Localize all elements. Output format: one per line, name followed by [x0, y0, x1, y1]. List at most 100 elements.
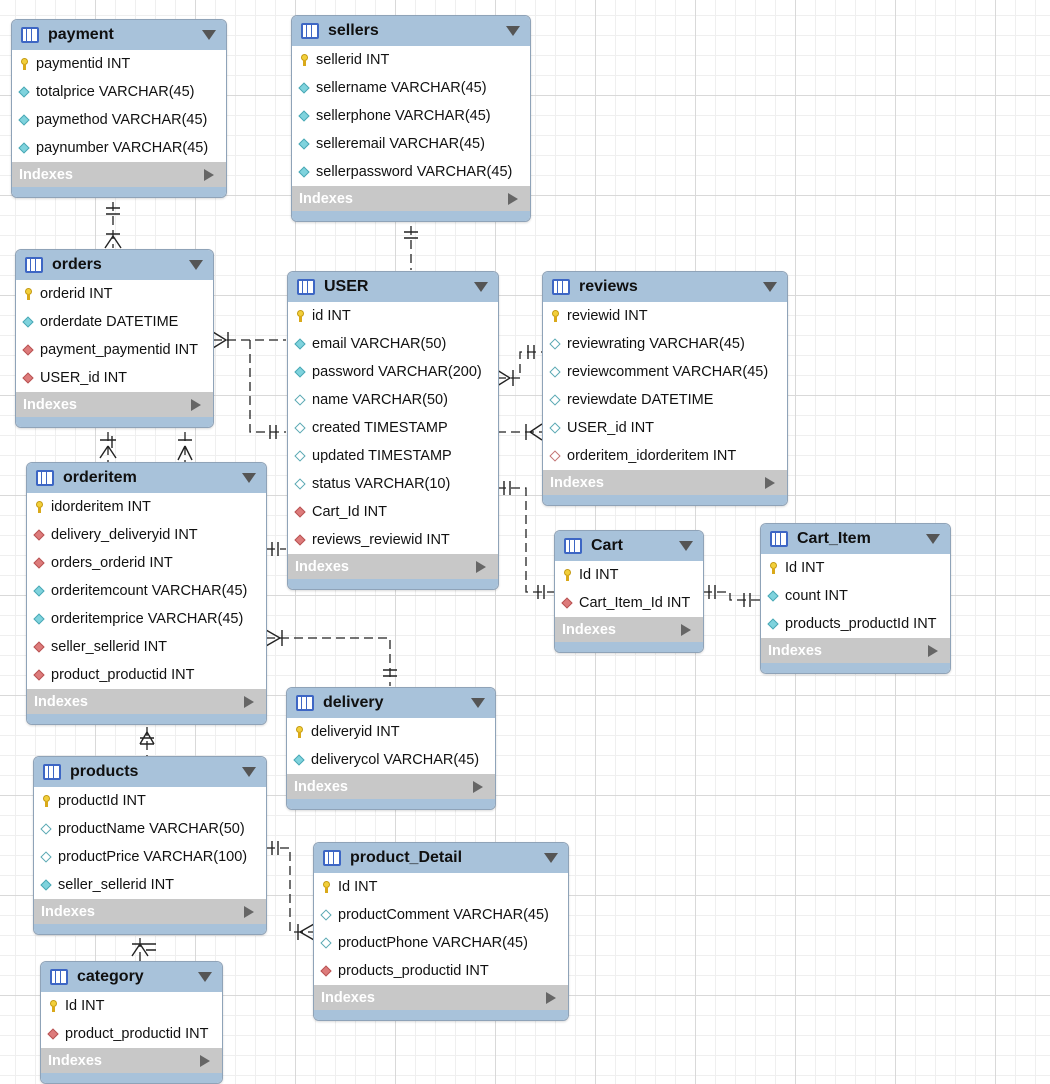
- table-column[interactable]: sellername VARCHAR(45): [292, 74, 530, 102]
- table-column[interactable]: productName VARCHAR(50): [34, 815, 266, 843]
- table-column[interactable]: status VARCHAR(10): [288, 470, 498, 498]
- collapse-arrow-icon[interactable]: [471, 698, 485, 708]
- indexes-section[interactable]: Indexes: [555, 617, 703, 642]
- table-column[interactable]: productPhone VARCHAR(45): [314, 929, 568, 957]
- indexes-section[interactable]: Indexes: [314, 985, 568, 1010]
- expand-arrow-icon[interactable]: [765, 477, 775, 489]
- collapse-arrow-icon[interactable]: [679, 541, 693, 551]
- indexes-section[interactable]: Indexes: [761, 638, 950, 663]
- table-column[interactable]: sellerpassword VARCHAR(45): [292, 158, 530, 186]
- table-header[interactable]: reviews: [543, 272, 787, 302]
- table-column[interactable]: product_productid INT: [27, 661, 266, 689]
- table-column[interactable]: Id INT: [761, 554, 950, 582]
- expand-arrow-icon[interactable]: [508, 193, 518, 205]
- expand-arrow-icon[interactable]: [546, 992, 556, 1004]
- table-column[interactable]: Cart_Item_Id INT: [555, 589, 703, 617]
- table-column[interactable]: productId INT: [34, 787, 266, 815]
- table-column[interactable]: paynumber VARCHAR(45): [12, 134, 226, 162]
- table-column[interactable]: seller_sellerid INT: [27, 633, 266, 661]
- table-column[interactable]: reviewid INT: [543, 302, 787, 330]
- table-header[interactable]: delivery: [287, 688, 495, 718]
- indexes-section[interactable]: Indexes: [16, 392, 213, 417]
- table-column[interactable]: orderitem_idorderitem INT: [543, 442, 787, 470]
- table-column[interactable]: reviewcomment VARCHAR(45): [543, 358, 787, 386]
- table-header[interactable]: payment: [12, 20, 226, 50]
- expand-arrow-icon[interactable]: [928, 645, 938, 657]
- table-column[interactable]: selleremail VARCHAR(45): [292, 130, 530, 158]
- indexes-section[interactable]: Indexes: [12, 162, 226, 187]
- expand-arrow-icon[interactable]: [476, 561, 486, 573]
- indexes-section[interactable]: Indexes: [287, 774, 495, 799]
- table-header[interactable]: sellers: [292, 16, 530, 46]
- expand-arrow-icon[interactable]: [681, 624, 691, 636]
- table-column[interactable]: count INT: [761, 582, 950, 610]
- table-column[interactable]: orders_orderid INT: [27, 549, 266, 577]
- indexes-section[interactable]: Indexes: [292, 186, 530, 211]
- indexes-section[interactable]: Indexes: [41, 1048, 222, 1073]
- table-header[interactable]: product_Detail: [314, 843, 568, 873]
- table-column[interactable]: reviewrating VARCHAR(45): [543, 330, 787, 358]
- table-header[interactable]: USER: [288, 272, 498, 302]
- collapse-arrow-icon[interactable]: [198, 972, 212, 982]
- table-column[interactable]: sellerid INT: [292, 46, 530, 74]
- table-column[interactable]: reviewdate DATETIME: [543, 386, 787, 414]
- table-column[interactable]: created TIMESTAMP: [288, 414, 498, 442]
- table-header[interactable]: Cart: [555, 531, 703, 561]
- table-header[interactable]: orders: [16, 250, 213, 280]
- table-column[interactable]: password VARCHAR(200): [288, 358, 498, 386]
- table-header[interactable]: orderitem: [27, 463, 266, 493]
- collapse-arrow-icon[interactable]: [202, 30, 216, 40]
- collapse-arrow-icon[interactable]: [242, 473, 256, 483]
- table-column[interactable]: payment_paymentid INT: [16, 336, 213, 364]
- table-column[interactable]: totalprice VARCHAR(45): [12, 78, 226, 106]
- table-column[interactable]: paymethod VARCHAR(45): [12, 106, 226, 134]
- expand-arrow-icon[interactable]: [244, 906, 254, 918]
- collapse-arrow-icon[interactable]: [189, 260, 203, 270]
- table-column[interactable]: deliveryid INT: [287, 718, 495, 746]
- table-column[interactable]: Id INT: [555, 561, 703, 589]
- table-column[interactable]: seller_sellerid INT: [34, 871, 266, 899]
- table-column[interactable]: updated TIMESTAMP: [288, 442, 498, 470]
- table-column[interactable]: USER_id INT: [543, 414, 787, 442]
- table-column[interactable]: sellerphone VARCHAR(45): [292, 102, 530, 130]
- expand-arrow-icon[interactable]: [200, 1055, 210, 1067]
- table-column[interactable]: orderitemprice VARCHAR(45): [27, 605, 266, 633]
- indexes-section[interactable]: Indexes: [34, 899, 266, 924]
- table-column[interactable]: USER_id INT: [16, 364, 213, 392]
- collapse-arrow-icon[interactable]: [242, 767, 256, 777]
- table-column[interactable]: Cart_Id INT: [288, 498, 498, 526]
- table-column[interactable]: name VARCHAR(50): [288, 386, 498, 414]
- table-column[interactable]: productPrice VARCHAR(100): [34, 843, 266, 871]
- table-header[interactable]: category: [41, 962, 222, 992]
- collapse-arrow-icon[interactable]: [474, 282, 488, 292]
- table-column[interactable]: reviews_reviewid INT: [288, 526, 498, 554]
- expand-arrow-icon[interactable]: [244, 696, 254, 708]
- table-column[interactable]: delivery_deliveryid INT: [27, 521, 266, 549]
- indexes-section[interactable]: Indexes: [288, 554, 498, 579]
- collapse-arrow-icon[interactable]: [926, 534, 940, 544]
- collapse-arrow-icon[interactable]: [544, 853, 558, 863]
- table-column[interactable]: orderid INT: [16, 280, 213, 308]
- indexes-section[interactable]: Indexes: [27, 689, 266, 714]
- table-column[interactable]: orderdate DATETIME: [16, 308, 213, 336]
- table-column[interactable]: Id INT: [314, 873, 568, 901]
- collapse-arrow-icon[interactable]: [763, 282, 777, 292]
- table-column[interactable]: orderitemcount VARCHAR(45): [27, 577, 266, 605]
- expand-arrow-icon[interactable]: [204, 169, 214, 181]
- expand-arrow-icon[interactable]: [473, 781, 483, 793]
- table-column[interactable]: Id INT: [41, 992, 222, 1020]
- table-column[interactable]: products_productid INT: [314, 957, 568, 985]
- table-column[interactable]: products_productId INT: [761, 610, 950, 638]
- table-column[interactable]: deliverycol VARCHAR(45): [287, 746, 495, 774]
- indexes-section[interactable]: Indexes: [543, 470, 787, 495]
